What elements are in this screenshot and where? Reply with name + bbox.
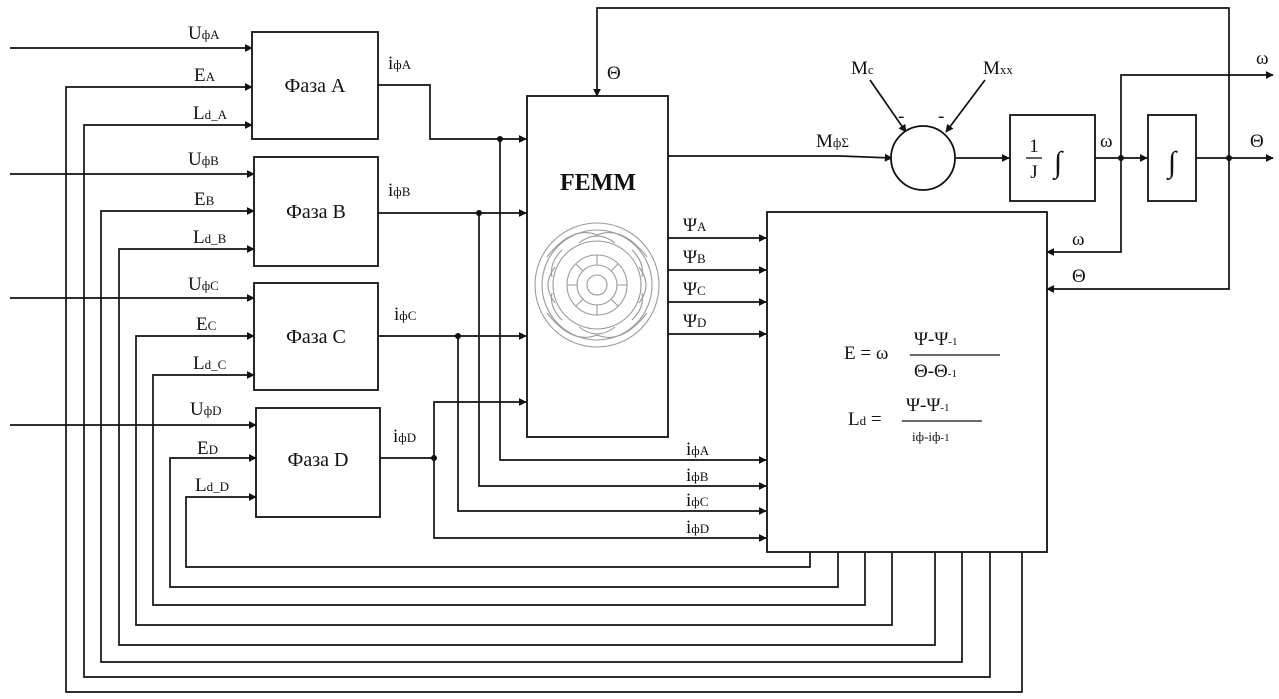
theta-output-label: Θ [1250, 131, 1264, 152]
omega-output-label: ω [1256, 48, 1269, 69]
input-l-d-c: Ld_C [193, 353, 226, 374]
current-label-b: iфB [388, 180, 411, 201]
inertia-numerator: 1 [1029, 136, 1039, 157]
emf-equation-lhs: E = ω [844, 343, 888, 364]
idle-torque-label: Mxx [983, 58, 1013, 79]
current-label-c: iфC [394, 304, 416, 325]
minus-sign-load: - [898, 106, 904, 127]
current-label-d-right: iфD [686, 517, 709, 538]
phase-a-block[interactable] [251, 31, 379, 140]
phase-d-block[interactable] [255, 407, 381, 518]
input-l-d-a: Ld_A [193, 103, 228, 124]
emf-equation-numerator: Ψ-Ψ-1 [914, 329, 958, 350]
current-label-c-right: iфC [686, 490, 708, 511]
input-u-phi-a: UфA [188, 23, 220, 44]
motor-cross-section-image [534, 222, 660, 348]
torque-summation-node[interactable] [890, 125, 956, 191]
input-e-a: EA [194, 65, 216, 86]
electromagnetic-torque-label: MфΣ [816, 131, 849, 152]
emf-equation-denominator: Θ-Θ-1 [914, 361, 957, 382]
mechanical-junctions [1118, 155, 1232, 161]
omega-feedback-label: ω [1072, 229, 1085, 250]
inertia-integrator-block[interactable] [1009, 114, 1096, 202]
phase-d-label: Фаза D [288, 449, 349, 471]
phase-c-block[interactable] [253, 282, 379, 391]
inertia-integral-sign: ∫ [1052, 146, 1064, 181]
minus-sign-idle: - [938, 106, 944, 127]
input-u-phi-b: UфB [188, 149, 219, 170]
current-label-a: iфA [388, 53, 412, 74]
omega-label-mid: ω [1100, 131, 1113, 152]
inductance-equation-numerator: Ψ-Ψ-1 [906, 395, 950, 416]
phase-a-label: Фаза A [285, 75, 346, 97]
input-e-d: ED [197, 438, 218, 459]
load-torque-label: Mc [851, 58, 874, 79]
feedback-wires [65, 83, 1023, 693]
angle-integral-sign: ∫ [1166, 146, 1178, 181]
input-u-phi-c: UфC [188, 274, 219, 295]
flux-label-a: ΨA [683, 215, 707, 236]
phase-b-block[interactable] [253, 156, 379, 267]
femm-block[interactable] [526, 95, 669, 438]
mechanical-wires [593, 7, 1274, 293]
current-label-a-right: iфA [686, 439, 710, 460]
phase-c-label: Фаза C [286, 326, 346, 348]
voltage-inputs [10, 44, 257, 429]
flux-label-c: ΨC [683, 279, 706, 300]
input-l-d-b: Ld_B [193, 227, 227, 248]
current-label-d: iфD [393, 426, 416, 447]
phase-current-wires [378, 84, 767, 542]
inductance-equation-lhs: Ld = [848, 409, 882, 430]
inertia-denominator: J [1030, 162, 1037, 183]
flux-wires [668, 234, 767, 338]
emf-inductance-block[interactable] [766, 211, 1048, 553]
theta-feedback-label-right: Θ [1072, 266, 1086, 287]
input-l-d-d: Ld_D [195, 475, 229, 496]
flux-label-b: ΨB [683, 247, 706, 268]
input-e-b: EB [194, 189, 215, 210]
femm-label: FEMM [560, 170, 636, 196]
input-e-c: EC [196, 314, 216, 335]
input-u-phi-d: UфD [190, 399, 222, 420]
flux-label-d: ΨD [683, 311, 706, 332]
theta-feedback-label: Θ [607, 63, 621, 84]
angle-integrator-block[interactable] [1147, 114, 1197, 202]
junction-dots [431, 136, 503, 461]
inductance-equation-denominator: iф-iф-1 [912, 429, 950, 444]
phase-b-label: Фаза B [286, 201, 346, 223]
current-label-b-right: iфB [686, 465, 709, 486]
